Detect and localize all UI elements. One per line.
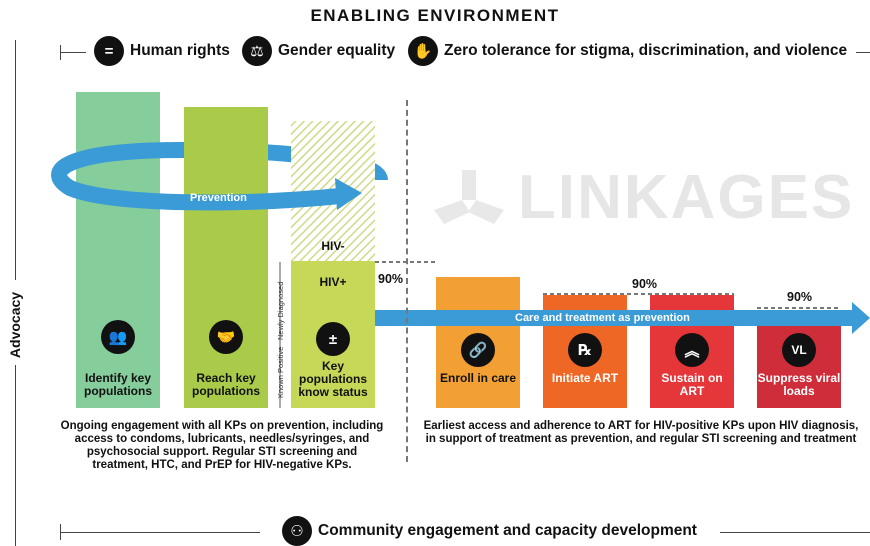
linkages-watermark: LINKAGES: [434, 163, 854, 232]
hiv-negative-label: HIV-: [321, 239, 345, 253]
page-title: ENABLING ENVIRONMENT: [310, 6, 560, 25]
prevention-arrowhead: [335, 178, 362, 210]
treatment-arrow-shaft: [375, 310, 853, 326]
known-positive-label: Known Positive: [276, 346, 285, 398]
community-item: ⚇ Community engagement and capacity deve…: [282, 516, 697, 546]
divider: [60, 524, 61, 540]
principle-gender-equality: ⚖ Gender equality: [242, 36, 395, 66]
bar-reach: [184, 107, 268, 408]
prevention-note: Ongoing engagement with all KPs on preve…: [60, 420, 384, 471]
step-label: Identify key populations: [84, 371, 152, 398]
handshake-icon: 🤝: [209, 320, 243, 354]
linkages-logo-icon: [434, 170, 504, 224]
community-icon: ⚇: [282, 516, 312, 546]
divider: [60, 52, 86, 53]
principles-row: = Human rights ⚖ Gender equality ✋ Zero …: [60, 36, 870, 68]
principle-label: Zero tolerance for stigma, discriminatio…: [444, 42, 848, 59]
principle-label: Human rights: [130, 42, 230, 59]
community-label: Community engagement and capacity develo…: [318, 522, 697, 539]
principle-label: Gender equality: [278, 42, 396, 59]
target-percent: 90%: [378, 272, 404, 286]
step-label: Enroll in care: [439, 371, 517, 385]
principle-zero-tolerance: ✋ Zero tolerance for stigma, discriminat…: [408, 36, 847, 66]
section-divider: [406, 100, 408, 462]
newly-diagnosed-label: Newly Diagnosed: [276, 281, 285, 340]
target-percent: 90%: [787, 290, 813, 304]
step-label: Reach key populations: [192, 371, 260, 398]
equal-sign-icon: =: [94, 36, 124, 66]
step-label: Initiate ART: [551, 371, 619, 385]
chevrons-up-icon: ︽: [675, 333, 709, 367]
watermark-text: LINKAGES: [518, 163, 854, 232]
vl-icon: VL: [782, 333, 816, 367]
divider: [60, 45, 61, 60]
target-percent: 90%: [632, 277, 658, 291]
advocacy-sidebar: Advocacy: [0, 40, 30, 546]
divider: [15, 40, 16, 280]
scales-icon: ⚖: [242, 36, 272, 66]
bar-identify: [76, 92, 160, 408]
plus-minus-icon: ±: [316, 322, 350, 356]
treatment-note: Earliest access and adherence to ART for…: [423, 420, 859, 445]
link-icon: 🔗: [461, 333, 495, 367]
step-label: Sustain on ART: [661, 371, 723, 398]
step-label: Suppress viral loads: [757, 371, 841, 398]
treatment-arrowhead: [852, 302, 870, 334]
divider: [856, 52, 870, 53]
rx-icon: ℞: [568, 333, 602, 367]
principle-human-rights: = Human rights: [94, 36, 230, 66]
people-group-icon: 👥: [101, 320, 135, 354]
step-label: Key populations know status: [298, 359, 368, 399]
stop-hand-icon: ✋: [408, 36, 438, 66]
divider: [60, 532, 260, 533]
divider: [720, 532, 870, 533]
prevention-label: Prevention: [190, 192, 247, 204]
prevention-ring-front: [51, 142, 341, 211]
treatment-label: Care and treatment as prevention: [515, 312, 690, 324]
hiv-positive-label: HIV+: [319, 275, 347, 289]
community-row: ⚇ Community engagement and capacity deve…: [60, 516, 870, 546]
divider: [15, 365, 16, 546]
